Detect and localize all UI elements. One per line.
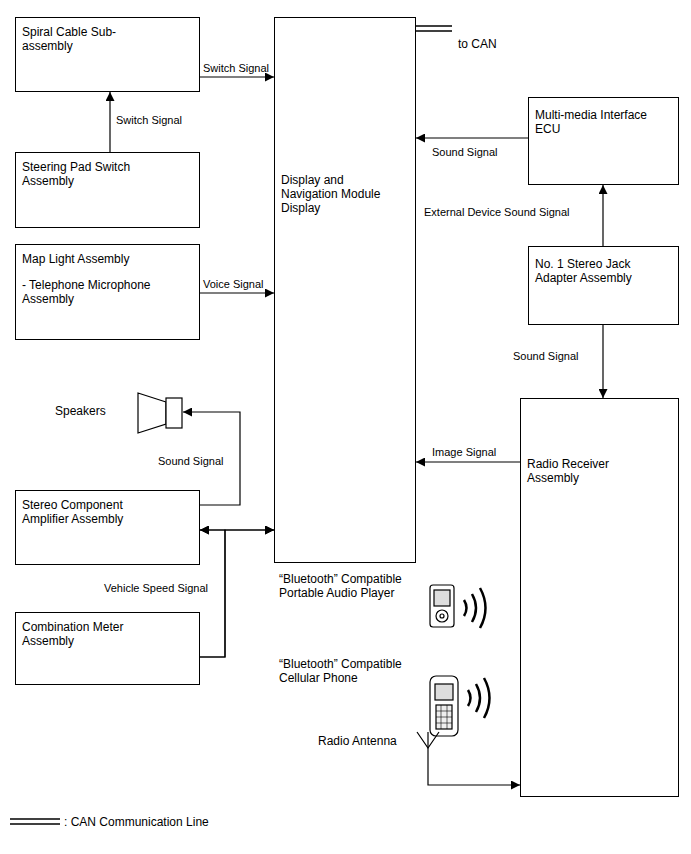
box-text: Steering Pad Switch Assembly (22, 160, 157, 188)
signal-arrow (200, 292, 274, 293)
antenna-symbol (416, 728, 440, 772)
antenna-node: Radio Antenna (318, 728, 440, 772)
receiver-box: Radio Receiver Assembly (520, 398, 679, 797)
box-text: No. 1 Stereo Jack Adapter Assembly (535, 257, 655, 285)
assembly-box: Spiral Cable Sub-assembly (15, 17, 200, 92)
box-text: Multi-media Interface ECU (535, 108, 670, 136)
can-line (416, 26, 452, 31)
audio-player-icon (430, 585, 486, 628)
amplifier-box: Stereo Component Amplifier Assembly (15, 490, 200, 565)
meter-box: Combination Meter Assembly (15, 612, 200, 685)
signal-label: Sound Signal (513, 350, 578, 363)
box-text: - Telephone Microphone Assembly (22, 278, 157, 306)
assembly-box: Map Light Assembly - Telephone Microphone… (15, 244, 200, 340)
device-label: “Bluetooth” Compatible Portable Audio Pl… (279, 572, 411, 600)
legend-sample (10, 816, 60, 828)
signal-arrow (428, 772, 520, 785)
signal-label: Sound Signal (158, 455, 223, 468)
legend-text: : CAN Communication Line (64, 815, 209, 829)
signal-arrow (200, 530, 274, 657)
signal-label: Voice Signal (203, 278, 264, 291)
signal-arrow (602, 185, 603, 246)
signal-label: Image Signal (432, 446, 496, 459)
signal-arrow (200, 76, 274, 77)
signal-arrow (109, 92, 110, 152)
box-text: Display and Navigation Module Display (281, 173, 401, 215)
legend-row: : CAN Communication Line (10, 812, 209, 830)
box-text: Combination Meter Assembly (22, 620, 147, 648)
box-text: Map Light Assembly (22, 252, 157, 266)
bus-label: to CAN (458, 37, 497, 51)
cellular-phone-icon (430, 676, 490, 736)
box-text: Radio Receiver Assembly (527, 457, 632, 485)
speaker-label: Speakers (55, 404, 106, 418)
signal-arrow (416, 461, 520, 462)
box-text: Stereo Component Amplifier Assembly (22, 498, 147, 526)
signal-arrow (602, 325, 603, 398)
device-label: “Bluetooth” Compatible Cellular Phone (279, 657, 411, 685)
signal-arrow (416, 137, 528, 138)
assembly-box: Steering Pad Switch Assembly (15, 152, 200, 228)
signal-label: Vehicle Speed Signal (104, 582, 208, 595)
assembly-box: No. 1 Stereo Jack Adapter Assembly (528, 246, 679, 325)
signal-label: External Device Sound Signal (424, 206, 570, 219)
signal-label: Switch Signal (203, 62, 269, 75)
speaker-node: Speakers (55, 392, 183, 434)
box-text: Spiral Cable Sub-assembly (22, 25, 147, 53)
ecu-box: Multi-media Interface ECU (528, 97, 679, 185)
speaker-symbol (133, 392, 183, 434)
module-box: Display and Navigation Module Display (274, 17, 416, 563)
signal-label: Sound Signal (432, 146, 497, 159)
antenna-label: Radio Antenna (318, 734, 397, 748)
signal-label: Switch Signal (116, 114, 182, 127)
